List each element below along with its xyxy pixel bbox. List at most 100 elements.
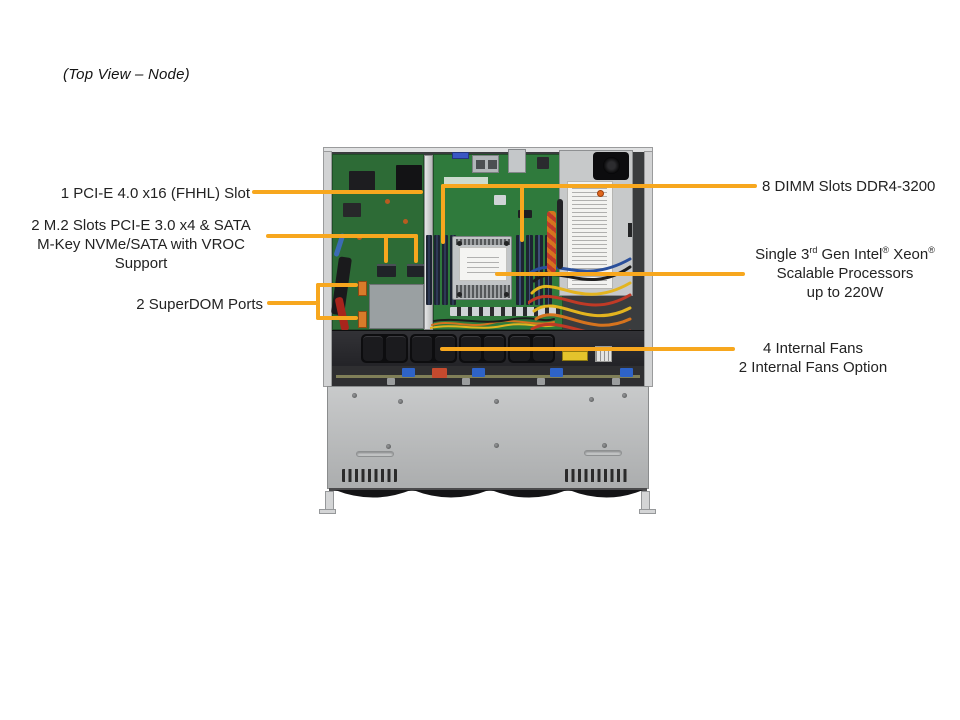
lan-port-opening [476, 160, 485, 169]
callout-line-m2-drop1 [384, 234, 388, 263]
cover-handle-right [584, 450, 622, 456]
cover-handle-left [356, 451, 394, 457]
label-m2-slots: 2 M.2 Slots PCI-E 3.0 x4 & SATA M-Key NV… [10, 216, 272, 273]
label-superdom-ports: 2 SuperDOM Ports [136, 296, 263, 313]
chip [518, 210, 532, 218]
cpu-label [459, 247, 507, 281]
cover-screw [386, 444, 391, 449]
front-drive-scallops [329, 488, 647, 498]
label-cpu: Single 3rd Gen Intel® Xeon® Scalable Pro… [736, 245, 954, 302]
backplane-connector-red [432, 368, 447, 378]
psu-fan-hub [603, 157, 620, 174]
label-cpu-line2: Scalable Processors [776, 265, 914, 282]
fan-header-row [450, 307, 560, 316]
backplane-connector-blue [402, 368, 415, 377]
label-cpu-line1: Single 3rd Gen Intel® Xeon® [755, 245, 935, 264]
superdom-port-1 [358, 281, 367, 296]
lan-ports [472, 155, 499, 173]
chip [396, 165, 422, 193]
callout-line-fans [440, 347, 735, 351]
cover-screw [352, 393, 357, 398]
callout-line-superdom-stem [316, 283, 320, 320]
backplane-clip [387, 378, 395, 385]
callout-line-dimm [441, 184, 757, 188]
psu-badge [597, 190, 604, 197]
fan-rotor [412, 336, 432, 361]
server-chassis [319, 147, 656, 517]
m2-slot-2 [407, 264, 426, 277]
cpu-heatsink [452, 236, 512, 300]
chip [349, 171, 375, 191]
dimm-slot [525, 235, 533, 305]
rear-io-module [537, 157, 549, 169]
cover-screw [494, 399, 499, 404]
callout-line-pcie [252, 190, 423, 194]
label-m2-line1: 2 M.2 Slots PCI-E 3.0 x4 & SATA [31, 217, 251, 234]
diagram-title: (Top View – Node) [63, 66, 190, 83]
cover-screw [398, 399, 403, 404]
callout-line-m2 [266, 234, 418, 238]
label-m2-line3: Support [114, 255, 168, 272]
label-pcie-slot: 1 PCI-E 4.0 x16 (FHHL) Slot [60, 185, 250, 202]
label-dimm-slots: 8 DIMM Slots DDR4-3200 [762, 178, 936, 195]
label-fans: 4 Internal Fans 2 Internal Fans Option [708, 339, 918, 377]
backplane-pcb-edge [336, 375, 640, 378]
psu-fan [593, 152, 629, 180]
mounting-ear-left-foot [319, 509, 336, 514]
chassis-wall-left [323, 151, 332, 387]
heatsink-screw [457, 292, 462, 297]
backplane-clip [462, 378, 470, 385]
cable-dark-vertical [557, 199, 563, 269]
chip [494, 195, 506, 205]
dimm-slot [516, 235, 524, 305]
screw-hole [385, 199, 390, 204]
silkscreen-label [444, 177, 488, 185]
chassis-cover [327, 386, 649, 489]
heatsink-screw [457, 241, 462, 246]
callout-line-superdom [267, 301, 320, 305]
cover-screw [602, 443, 607, 448]
heatsink-screw [504, 292, 509, 297]
vga-port [452, 152, 469, 159]
heatsink-fins-bottom [456, 285, 510, 298]
cable-orange-vertical [547, 211, 556, 273]
label-m2-line2: M-Key NVMe/SATA with VROC [37, 236, 245, 253]
lan-port-opening [488, 160, 497, 169]
label-fans-line2: 2 Internal Fans Option [738, 359, 888, 376]
onboard-heatsink [369, 284, 424, 329]
heatsink-fins-top [456, 239, 510, 245]
dimm-slot [426, 235, 432, 305]
cover-screw [589, 397, 594, 402]
label-cpu-line3: up to 220W [806, 284, 884, 301]
callout-line-superdom-arm1 [316, 283, 358, 287]
fan-rotor [363, 336, 383, 361]
backplane-connector-blue [550, 368, 563, 377]
chip [343, 203, 361, 217]
m2-slot-1 [377, 264, 396, 277]
mounting-ear-right-foot [639, 509, 656, 514]
callout-line-m2-drop2 [414, 234, 418, 263]
backplane-clip [537, 378, 545, 385]
fan-module-1 [361, 334, 408, 363]
usb-stack [508, 149, 526, 173]
fan-row [332, 330, 644, 367]
dimm-slot [442, 235, 448, 305]
dimm-slot [434, 235, 440, 305]
backplane-connector-blue [620, 368, 633, 377]
cover-screw [494, 443, 499, 448]
fan-rotor [386, 336, 406, 361]
vent-slots-right [565, 469, 627, 482]
superdom-port-2 [358, 311, 367, 328]
screw-hole [403, 219, 408, 224]
cover-screw [622, 393, 627, 398]
heatsink-screw [504, 241, 509, 246]
label-fans-line1: 4 Internal Fans [762, 340, 864, 357]
psu-switch [628, 223, 632, 237]
vent-slots-left [342, 469, 397, 482]
callout-line-superdom-arm2 [316, 316, 358, 320]
callout-line-dimm-drop2 [520, 184, 524, 242]
drive-backplane [332, 366, 644, 386]
warning-label [562, 351, 588, 361]
backplane-connector-blue [472, 368, 485, 377]
